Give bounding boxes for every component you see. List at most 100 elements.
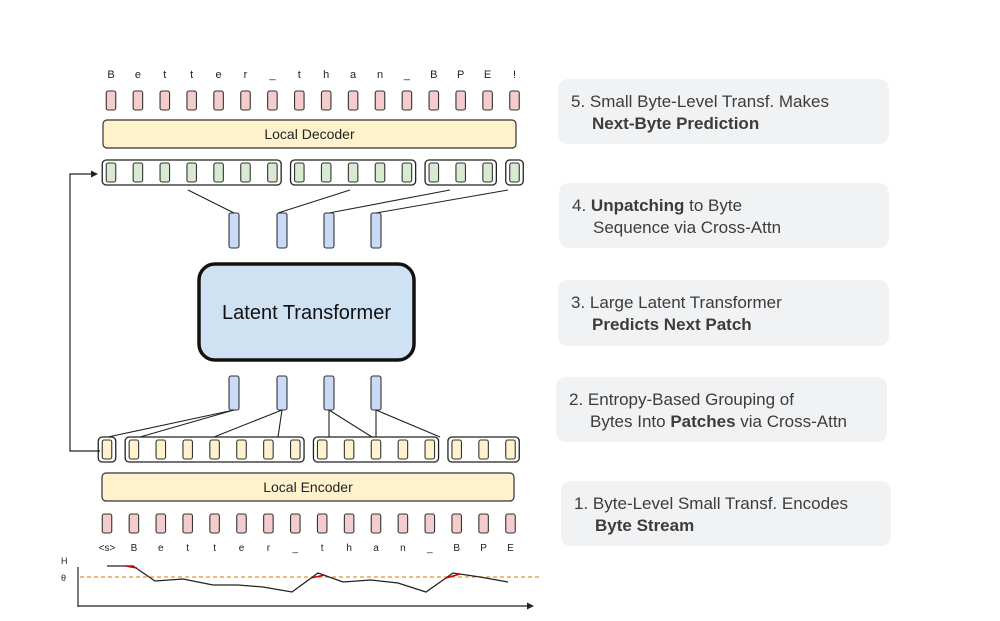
patch-byte-token (267, 162, 278, 183)
entropy-peak-marker (125, 565, 138, 569)
input-byte-token (155, 513, 167, 534)
patch-byte-token (397, 439, 409, 460)
step-5-bold: Next-Byte Prediction (592, 114, 760, 133)
input-byte-label: E (507, 543, 514, 554)
patch-byte-token (209, 439, 220, 460)
output-byte-label: B (107, 69, 114, 81)
input-byte-token (101, 513, 113, 534)
input-byte-token (128, 513, 140, 534)
step-1-box: 1. Byte-Level Small Transf. Encodes Byte… (561, 481, 891, 546)
decoder-connection (277, 189, 351, 214)
patch-byte-token (374, 162, 386, 183)
output-byte-token (509, 90, 520, 111)
step-3-number: 3. (571, 293, 586, 312)
input-byte-tokens (101, 513, 516, 534)
latent-input-patch (323, 375, 335, 411)
entropy-y-label: H (61, 556, 68, 566)
patch-group (312, 436, 440, 463)
input-byte-label: n (400, 543, 406, 554)
latent-output-patch (276, 212, 288, 249)
entropy-peak-markers (125, 565, 461, 579)
patch-byte-token (509, 162, 520, 183)
input-byte-token (182, 513, 193, 534)
patch-byte-token (159, 162, 171, 183)
patch-byte-token (370, 439, 382, 460)
output-byte-label: r (244, 69, 248, 81)
step-1-bold: Byte Stream (595, 516, 695, 535)
step-4-number: 4. (572, 196, 587, 215)
decoder-connection (187, 189, 235, 214)
output-byte-label: _ (403, 69, 411, 81)
decoder-connection (375, 189, 509, 214)
encoder-connection (328, 409, 373, 438)
input-byte-token (478, 513, 489, 534)
output-byte-token (401, 90, 413, 111)
latent-input-patch (276, 375, 288, 411)
step-1-number: 1. (574, 494, 589, 513)
patch-byte-token (155, 439, 167, 460)
step-5-number: 5. (571, 92, 586, 111)
local-decoder-label: Local Decoder (264, 126, 355, 142)
patch-byte-token (316, 439, 328, 460)
patch-byte-token (186, 162, 197, 183)
patch-byte-token (213, 162, 224, 183)
output-byte-token (240, 90, 251, 111)
patch-group (447, 436, 520, 463)
input-byte-token (424, 513, 436, 534)
step-3-bold: Predicts Next Patch (592, 315, 752, 334)
output-byte-token (428, 90, 440, 111)
output-byte-label: e (135, 69, 141, 81)
entropy-peak-marker (445, 573, 461, 579)
input-byte-label: t (321, 543, 324, 554)
patch-byte-token (451, 439, 463, 460)
step-5-box: 5. Small Byte-Level Transf. Makes Next-B… (558, 79, 889, 144)
encoder-connection (277, 409, 283, 438)
entropy-curve (107, 565, 509, 593)
input-byte-label: <s> (99, 543, 116, 554)
patch-byte-token (482, 162, 493, 183)
latent-output-patch (228, 212, 240, 249)
patch-byte-token (101, 439, 113, 460)
output-byte-label: h (323, 69, 329, 81)
input-byte-token (209, 513, 220, 534)
input-byte-label: _ (426, 543, 433, 554)
encoder-connection (213, 409, 283, 438)
output-byte-token (320, 90, 332, 111)
latent-transformer-label: Latent Transformer (222, 302, 391, 324)
output-byte-label: ! (513, 69, 516, 81)
patch-byte-token (478, 439, 489, 460)
encoder-patch-groups (97, 436, 520, 463)
decoder-connections (187, 189, 509, 214)
step-2-box: 2. Entropy-Based Grouping of Bytes Into … (556, 377, 887, 442)
encoder-connection (139, 409, 235, 438)
patch-byte-token (401, 162, 413, 183)
local-encoder-box (101, 472, 515, 502)
latent-input-patches (228, 375, 382, 411)
input-byte-token (397, 513, 409, 534)
encoder-connections (107, 409, 441, 438)
output-byte-label: a (350, 69, 357, 81)
patch-byte-token (455, 162, 467, 183)
output-byte-token (455, 90, 467, 111)
input-byte-label: r (267, 543, 271, 554)
step-2-text-post: via Cross-Attn (735, 412, 848, 431)
output-byte-label: E (484, 69, 491, 81)
input-byte-token (451, 513, 463, 534)
patch-group (124, 436, 305, 463)
encoder-connection (375, 409, 441, 438)
output-byte-label: _ (268, 69, 276, 81)
threshold-label: θ (61, 573, 66, 583)
output-byte-token (374, 90, 386, 111)
step-3-box: 3. Large Latent Transformer Predicts Nex… (558, 280, 889, 346)
step-2-bold: Patches (670, 412, 736, 431)
input-byte-token (343, 513, 355, 534)
input-byte-label: _ (292, 543, 299, 554)
step-4-bold: Unpatching (590, 196, 685, 215)
input-byte-token (370, 513, 382, 534)
patch-group (289, 159, 417, 186)
input-byte-token (316, 513, 328, 534)
step-4-box: 4. Unpatching to Byte Sequence via Cross… (559, 183, 889, 248)
